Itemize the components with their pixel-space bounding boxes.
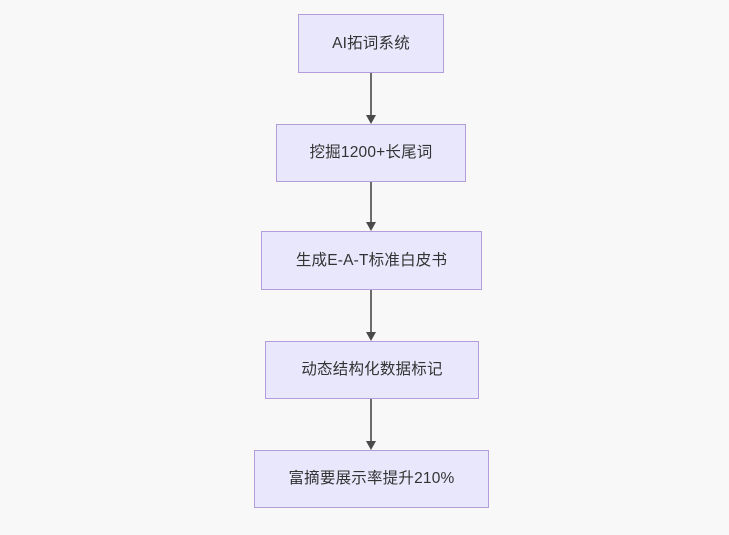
arrow-down-icon — [366, 441, 376, 450]
edge-line — [370, 73, 372, 115]
flowchart-node-label: 富摘要展示率提升210% — [288, 470, 455, 488]
flowchart-node-dynamic-structured-data-markup[interactable]: 动态结构化数据标记 — [265, 341, 479, 399]
flowchart-node-label: AI拓词系统 — [332, 34, 410, 52]
edge-line — [370, 182, 372, 222]
arrow-down-icon — [366, 222, 376, 231]
arrow-down-icon — [366, 115, 376, 124]
flowchart-node-label: 生成E-A-T标准白皮书 — [295, 251, 448, 269]
flowchart-node-ai-keyword-system[interactable]: AI拓词系统 — [298, 14, 444, 73]
flowchart-node-rich-snippet-impression-lift[interactable]: 富摘要展示率提升210% — [254, 450, 489, 508]
flowchart-node-generate-eat-whitepaper[interactable]: 生成E-A-T标准白皮书 — [261, 231, 482, 290]
flowchart-node-mine-longtail-keywords[interactable]: 挖掘1200+长尾词 — [276, 124, 466, 182]
flowchart-node-label: 动态结构化数据标记 — [301, 361, 443, 379]
edge-line — [370, 290, 372, 332]
edge-line — [370, 399, 372, 441]
arrow-down-icon — [366, 332, 376, 341]
flowchart-node-label: 挖掘1200+长尾词 — [309, 144, 433, 162]
